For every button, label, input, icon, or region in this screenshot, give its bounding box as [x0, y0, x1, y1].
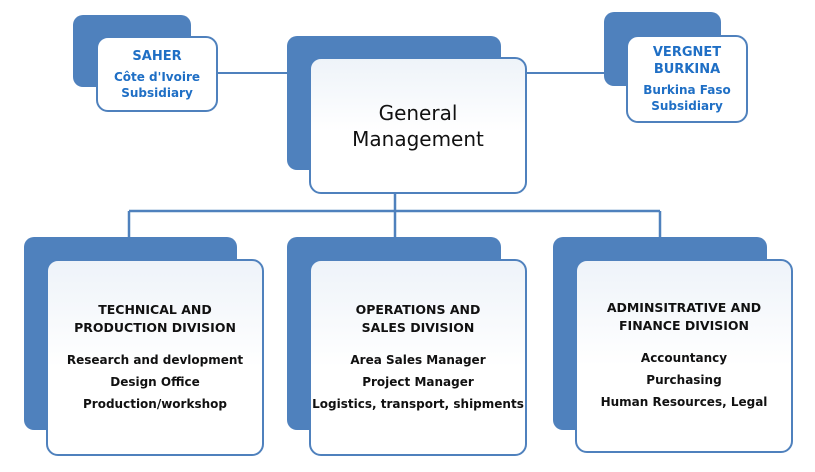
technical-division-title: TECHNICAL AND PRODUCTION DIVISION	[74, 301, 236, 335]
division-item: Accountancy	[640, 351, 728, 365]
division-item: Area Sales Manager	[350, 352, 486, 367]
admin-division-title: ADMINSITRATIVE AND FINANCE DIVISION	[606, 300, 762, 333]
technical-division-box: TECHNICAL AND PRODUCTION DIVISION Resear…	[46, 259, 264, 456]
subsidiary-saher-name: SAHER	[132, 48, 182, 64]
subsidiary-saher-description: Côte d'Ivoire Subsidiary	[113, 69, 201, 100]
general-management-title: General Management	[352, 100, 484, 151]
operations-division-box: OPERATIONS AND SALES DIVISION Area Sales…	[309, 259, 527, 456]
subsidiary-vergnet-burkina: VERGNET BURKINA Burkina Faso Subsidiary	[626, 35, 748, 123]
admin-division-items: Accountancy Purchasing Human Resources, …	[601, 347, 768, 413]
admin-division-box: ADMINSITRATIVE AND FINANCE DIVISION Acco…	[575, 259, 793, 453]
operations-division-items: Area Sales Manager Project Manager Logis…	[312, 349, 524, 415]
operations-division-title: OPERATIONS AND SALES DIVISION	[355, 301, 481, 335]
division-item: Production/workshop	[83, 396, 227, 411]
division-item: Project Manager	[362, 374, 474, 389]
division-item: Design Office	[110, 374, 200, 389]
general-management-box: General Management	[309, 57, 527, 194]
division-item: Purchasing	[646, 373, 722, 387]
subsidiary-vergnet-name: VERGNET BURKINA	[652, 45, 722, 77]
subsidiary-saher: SAHER Côte d'Ivoire Subsidiary	[96, 36, 218, 112]
technical-division-items: Research and devlopment Design Office Pr…	[67, 349, 243, 415]
subsidiary-vergnet-description: Burkina Faso Subsidiary	[643, 83, 731, 113]
division-item: Logistics, transport, shipments	[312, 396, 524, 411]
division-item: Research and devlopment	[66, 352, 244, 367]
division-item: Human Resources, Legal	[600, 395, 768, 409]
